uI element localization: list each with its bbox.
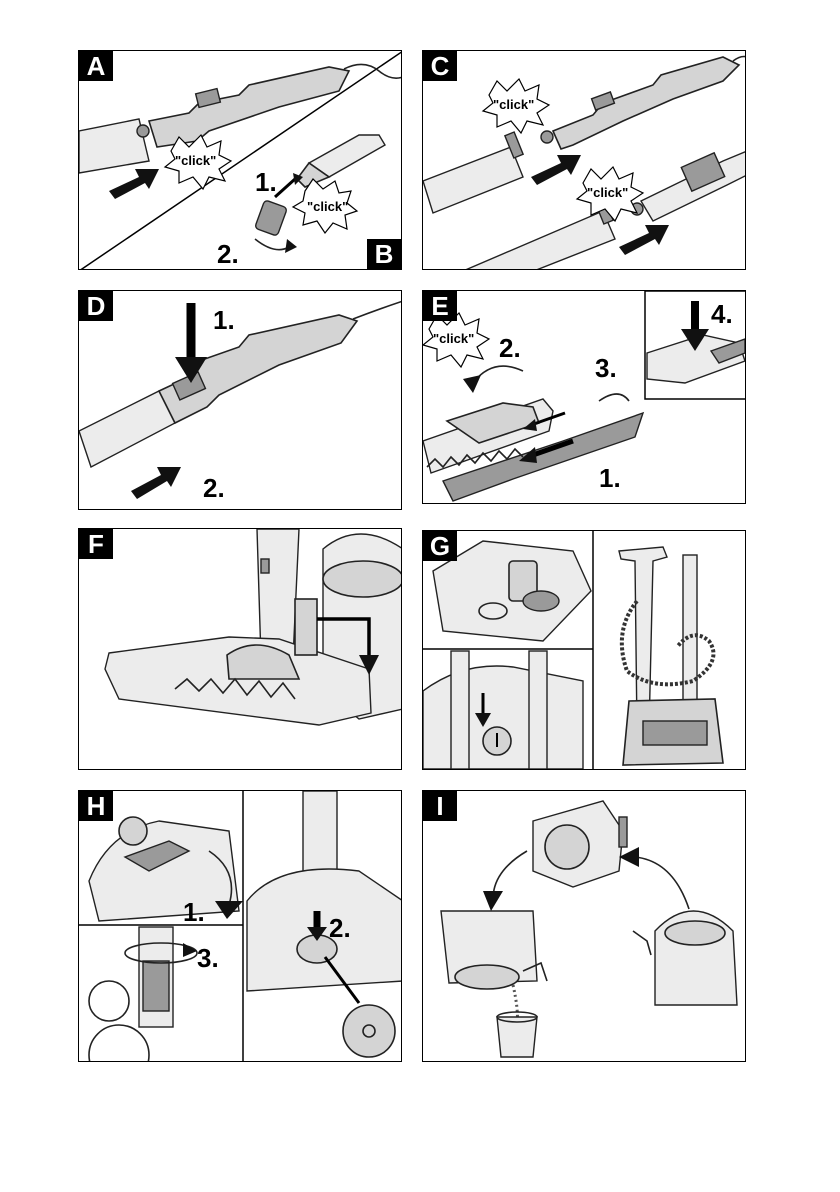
- step-d-2: 2.: [203, 473, 225, 503]
- parking-clip: [295, 599, 317, 655]
- fold-arrow: [599, 394, 629, 401]
- click-text-e: "click": [433, 331, 474, 346]
- panel-label-i: I: [423, 791, 457, 821]
- unit-upright-top: [665, 921, 725, 945]
- step-a-1: 1.: [255, 167, 277, 197]
- step-e-4: 4.: [711, 299, 733, 329]
- click-text-a: "click": [175, 153, 216, 168]
- panel-label-h: H: [79, 791, 113, 821]
- illustration-g: [423, 531, 746, 770]
- step-h-2: 2.: [329, 913, 351, 943]
- panel-label-a: A: [79, 51, 113, 81]
- connector-c: [541, 131, 553, 143]
- wheel-h: [89, 1025, 149, 1062]
- cap-h: [119, 817, 147, 845]
- push-arrow-c1: [531, 155, 581, 185]
- rotate-ring-head: [183, 943, 197, 957]
- step-h-3: 3.: [197, 943, 219, 973]
- tube-f-latch: [261, 559, 269, 573]
- illustration-d: 1. 2.: [79, 291, 402, 510]
- panel-h: 1. 3. 2. H: [78, 790, 402, 1062]
- panel-c: "click" "click" C: [422, 50, 746, 270]
- panel-f: F: [78, 528, 402, 770]
- unit-upright-latch: [633, 931, 651, 955]
- tube-lower-left: [463, 211, 615, 270]
- step1-arrow-line: [275, 179, 295, 197]
- illustration-f: [79, 529, 402, 770]
- tube-d: [79, 391, 175, 467]
- panel-a-b: "click" 1. "click" 2. A B: [78, 50, 402, 270]
- illustration-i: [423, 791, 746, 1062]
- brush-attachment: [255, 200, 288, 236]
- step-e-3: 3.: [595, 353, 617, 383]
- connector: [137, 125, 149, 137]
- spring-h-left: [143, 961, 169, 1011]
- push-arrow-c2: [619, 225, 669, 255]
- handle-c: [553, 57, 739, 149]
- push-arrow: [109, 169, 159, 199]
- hose-d: [353, 301, 402, 319]
- flip-arrow-head: [463, 375, 481, 393]
- panel-i: I: [422, 790, 746, 1062]
- panel-label-b: B: [367, 239, 401, 269]
- panel-e: "click" 2. 3. 1. 4. E: [422, 290, 746, 504]
- zoom-circle: [343, 1005, 395, 1057]
- illustration-a-b: "click" 1. "click" 2.: [79, 51, 402, 270]
- panel-label-f: F: [79, 529, 113, 559]
- pull-arrow: [131, 467, 181, 499]
- unit-tilted-opening: [545, 825, 589, 869]
- step-h-1: 1.: [183, 897, 205, 927]
- unit-tilted-handle: [619, 817, 627, 847]
- click-text-b: "click": [307, 199, 348, 214]
- panel-label-d: D: [79, 291, 113, 321]
- tube-g-right: [529, 651, 547, 769]
- illustration-c: "click" "click": [423, 51, 746, 270]
- tube-upper: [423, 147, 523, 213]
- rotate-arrow-head: [285, 239, 297, 253]
- flip-arrow-line: [473, 366, 523, 383]
- unit-top-h: [89, 821, 239, 921]
- unit-top: [323, 561, 402, 597]
- arrow-left-head: [483, 891, 503, 911]
- unit-inverted-opening: [455, 965, 519, 989]
- step-e-2: 2.: [499, 333, 521, 363]
- tube-h-right: [303, 791, 337, 871]
- handle: [149, 67, 349, 147]
- arrow-right-head: [619, 847, 639, 867]
- tank-cap: [523, 591, 559, 611]
- hose-c: [733, 57, 746, 62]
- stored-floor-head: [643, 721, 707, 745]
- arrow-right-line: [635, 857, 689, 909]
- step-e-1: 1.: [599, 463, 621, 493]
- illustration-e: "click" 2. 3. 1. 4.: [423, 291, 746, 504]
- rotate-arrow-line: [255, 239, 289, 250]
- panel-label-c: C: [423, 51, 457, 81]
- bucket: [497, 1017, 537, 1057]
- click-text-c2: "click": [587, 185, 628, 200]
- tube-g-left: [451, 651, 469, 769]
- step-d-1: 1.: [213, 305, 235, 335]
- panel-d: 1. 2. D: [78, 290, 402, 510]
- click-text-c1: "click": [493, 97, 534, 112]
- panel-g: G: [422, 530, 746, 770]
- illustration-h: 1. 3. 2.: [79, 791, 402, 1062]
- opening-h: [89, 981, 129, 1021]
- step-a-2: 2.: [217, 239, 239, 269]
- panel-label-g: G: [423, 531, 457, 561]
- panel-label-e: E: [423, 291, 457, 321]
